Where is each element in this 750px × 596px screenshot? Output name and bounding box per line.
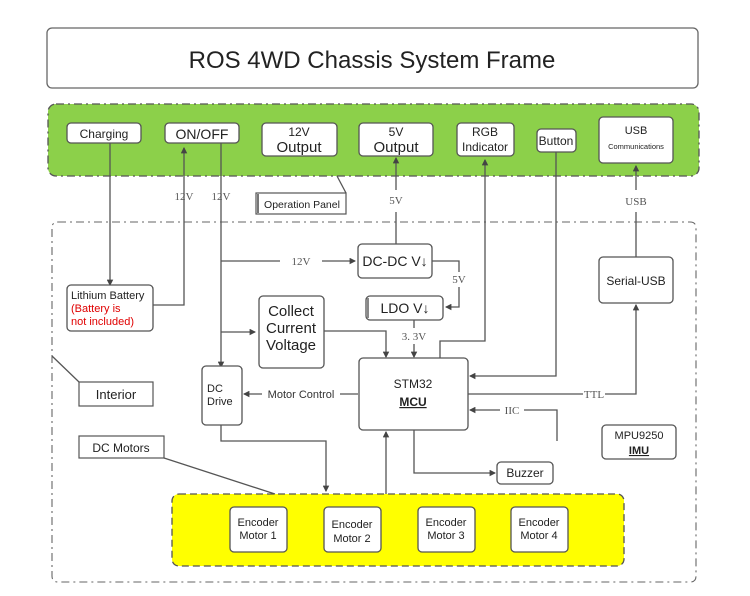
panel-item-usb-communications: USB Communications bbox=[598, 116, 674, 164]
battery-note-line2: not included) bbox=[71, 316, 134, 328]
12v-output-line2: Output bbox=[276, 139, 322, 156]
ldo-box: LDO V↓ bbox=[365, 295, 444, 321]
dcdc-box: DC-DC V↓ bbox=[357, 243, 433, 279]
imu-line2: IMU bbox=[629, 445, 649, 457]
collect-line2: Current bbox=[266, 320, 317, 337]
lithium-battery-box: Lithium Battery (Battery is not included… bbox=[66, 284, 154, 332]
wire-label-3v3: 3. 3V bbox=[402, 331, 427, 343]
motor-1-line2: Motor 1 bbox=[239, 530, 276, 542]
wire-label-5v-ldo: 5V bbox=[452, 274, 466, 286]
motor-1-line1: Encoder bbox=[238, 517, 279, 529]
motor-2-line1: Encoder bbox=[332, 519, 373, 531]
battery-label: Lithium Battery bbox=[71, 290, 145, 302]
dc-drive-line1: DC bbox=[207, 383, 223, 395]
motor-3-line2: Motor 3 bbox=[427, 530, 464, 542]
imu-line1: MPU9250 bbox=[615, 430, 664, 442]
wire-label-motor-control: Motor Control bbox=[268, 389, 335, 401]
collect-line3: Voltage bbox=[266, 337, 316, 354]
collect-current-voltage-box: Collect Current Voltage bbox=[258, 295, 325, 369]
charging-label: Charging bbox=[80, 127, 129, 141]
motor-4-line1: Encoder bbox=[519, 517, 560, 529]
interior-tag: Interior bbox=[78, 381, 154, 407]
wire-label-12v-out: 12V bbox=[212, 191, 231, 203]
wire-label-usb: USB bbox=[625, 196, 646, 208]
battery-note-line1: (Battery is bbox=[71, 303, 121, 315]
mpu9250-imu-box: MPU9250 IMU bbox=[601, 424, 677, 460]
panel-item-5v-output: 5V Output bbox=[358, 122, 434, 157]
encoder-motor-1: Encoder Motor 1 bbox=[229, 506, 288, 553]
wire-label-5v-output: 5V bbox=[389, 195, 403, 207]
motor-2-line2: Motor 2 bbox=[333, 533, 370, 545]
panel-item-charging: Charging bbox=[66, 122, 142, 144]
wire-label-ttl: TTL bbox=[584, 389, 604, 401]
button-label: Button bbox=[539, 134, 574, 148]
motor-4-line2: Motor 4 bbox=[520, 530, 557, 542]
rgb-line2: Indicator bbox=[462, 140, 508, 154]
serial-usb-box: Serial-USB bbox=[598, 256, 674, 304]
wire-label-iic: IIC bbox=[505, 405, 520, 417]
dcdc-label: DC-DC V↓ bbox=[362, 253, 427, 269]
usb-line2: Communications bbox=[608, 142, 664, 151]
interior-label: Interior bbox=[96, 387, 137, 402]
5v-output-line1: 5V bbox=[389, 125, 404, 139]
12v-output-line1: 12V bbox=[288, 125, 309, 139]
buzzer-box: Buzzer bbox=[496, 461, 554, 485]
title-box: ROS 4WD Chassis System Frame bbox=[46, 27, 699, 89]
encoder-motor-2: Encoder Motor 2 bbox=[323, 506, 382, 553]
wire-label-12v-dcdc: 12V bbox=[292, 256, 311, 268]
onoff-label: ON/OFF bbox=[176, 126, 229, 142]
mcu-line2: MCU bbox=[399, 395, 426, 409]
panel-item-rgb-indicator: RGB Indicator bbox=[456, 122, 515, 157]
dc-motors-label: DC Motors bbox=[92, 441, 149, 455]
encoder-motor-3: Encoder Motor 3 bbox=[417, 506, 476, 553]
ldo-label: LDO V↓ bbox=[380, 300, 429, 316]
collect-line1: Collect bbox=[268, 303, 315, 320]
encoder-motor-4: Encoder Motor 4 bbox=[510, 506, 569, 553]
panel-item-button: Button bbox=[536, 128, 577, 153]
stm32-mcu-box: STM32 MCU bbox=[358, 357, 469, 431]
panel-item-onoff: ON/OFF bbox=[164, 122, 240, 144]
wire-label-12v-in: 12V bbox=[175, 191, 194, 203]
operation-panel-label: Operation Panel bbox=[264, 199, 340, 211]
serial-usb-label: Serial-USB bbox=[606, 274, 665, 288]
usb-line1: USB bbox=[625, 125, 648, 137]
5v-output-line2: Output bbox=[373, 139, 419, 156]
panel-item-12v-output: 12V Output bbox=[261, 122, 338, 157]
motor-3-line1: Encoder bbox=[426, 517, 467, 529]
dc-drive-line2: Drive bbox=[207, 396, 233, 408]
dc-drive-box: DC Drive bbox=[201, 365, 243, 426]
operation-panel-tag: Operation Panel bbox=[255, 192, 347, 215]
wires bbox=[51, 143, 640, 495]
mcu-line1: STM32 bbox=[394, 377, 433, 391]
dc-motors-tag: DC Motors bbox=[78, 435, 165, 459]
rgb-line1: RGB bbox=[472, 125, 498, 139]
buzzer-label: Buzzer bbox=[506, 466, 543, 480]
diagram-title: ROS 4WD Chassis System Frame bbox=[189, 47, 556, 74]
